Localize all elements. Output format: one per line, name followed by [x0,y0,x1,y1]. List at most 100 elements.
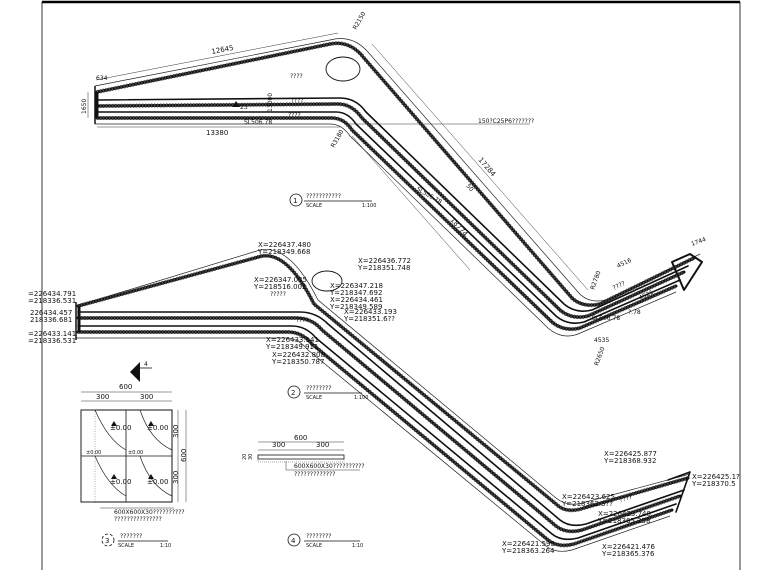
plan-2: X=226437.480 Y=218349.668 X=226436.772 Y… [28,241,740,558]
detail3-level-icon-3 [111,474,117,479]
detail3-curve-1 [94,409,127,451]
plan2-r5y: Y=218363.264 [501,547,555,555]
plan2-caption-title: ???????? [306,385,331,392]
detail3-level-4: ±0.00 [147,478,168,486]
plan1-inner-2 [96,111,681,324]
plan2-c2y: Y=218351.748 [357,264,410,272]
detail4-dim-half-a: 300 [272,441,285,449]
detail-4: 600 300 300 20 30 600X600X30?????????? ?… [242,434,365,549]
plan1-caption-circle [289,193,303,207]
plan1-dim-bottom: 13380 [206,129,228,137]
detail3-dim-side-b: 300 [172,471,180,484]
plan1-level-right: SL506.78 [592,315,620,322]
plan2-r2y: Y=218370.5 [691,480,736,488]
plan2-caption-number: 2 [291,389,295,397]
detail3-section-mark: 4 [144,361,148,368]
plan2-c4: X=226347.218 [330,282,383,290]
plan1-outline-bottom [95,123,677,337]
detail3-curve-3 [94,455,127,497]
plan2-c9y: =218336.531 [28,297,76,305]
detail3-caption-scale: SCALE [118,543,134,549]
detail4-tile-top [257,454,345,460]
plan2-c10: 226434.457 [30,309,72,317]
plan1-label-q2: ???? [291,97,304,104]
plan2-r1y: Y=218368.932 [603,457,656,465]
detail3-level-2: ±0.00 [147,424,168,432]
plan2-c2: X=226436.772 [358,257,411,265]
detail3-note: 600X600X30?????????? [114,509,185,516]
detail3-curve-4 [139,455,173,497]
detail3-dim-half-b: 300 [140,393,153,401]
plan1-outline-top [94,38,701,302]
plan2-c9: =226434.791 [28,290,76,298]
plan2-pond [311,270,343,292]
plan1-wall-lower-1-hatch [96,101,685,320]
plan2-wall-lower-2-hatch [78,330,673,548]
plan2-r3y: Y=218362.5?? [561,500,613,508]
detail3-caption-ratio: 1:10 [160,543,171,549]
plan2-caption-scale: SCALE [306,395,322,401]
plan1-level-left: SL506.78 [244,119,272,126]
plan1-dim-right-d: 4535 [594,337,609,344]
plan2-caption-ratio: 1:100 [354,395,368,401]
plan1-dim-right-a: 4516 [616,257,633,270]
plan1-dim-mid: 50 [464,183,474,193]
detail3-caption-circle [101,533,115,547]
plan2-c4y: Y=218347.692 [329,289,382,297]
detail3-curve-2 [139,409,173,451]
detail3-level-icon-4 [148,474,154,479]
plan2-c6y: Y=218351.6?? [343,315,395,323]
plan2-c1: X=226437.480 [258,241,311,249]
plan1-pond [325,56,361,82]
detail4-note2: ????????????? [294,471,335,478]
detail3-dim-total: 600 [119,383,132,391]
plan2-r3: X=226423.625 [562,493,615,501]
plan1-caption-title: ??????????? [306,193,341,200]
plan1-mark-23: 23 [240,104,248,111]
detail3-level-small-2: ±0.00 [128,450,143,456]
plan2-c3: X=226347.035 [254,276,307,284]
detail4-caption-number: 4 [291,537,296,545]
plan2-c5: X=226434.461 [330,296,383,304]
detail4-caption-ratio: 1:10 [352,543,363,549]
detail3-note2: ??????????????? [114,516,162,523]
plan2-c8y: Y=218350.787 [271,358,324,366]
plan1-caption-ratio: 1:100 [362,203,376,209]
detail4-caption-circle [287,533,301,547]
detail3-level-1: ±0.00 [110,424,131,432]
plan1-inner-1 [96,97,689,312]
detail3-dim-half-a: 300 [96,393,109,401]
plan2-r6y: Y=218365.376 [601,550,655,558]
plan2-r5: X=226421.595 [502,540,555,548]
plan2-wall-upper-hatch [77,253,689,513]
plan1-dim-radius-left: R3180 [330,129,346,149]
detail3-caption-number: 3 [105,537,109,545]
plan1-right-end [671,253,703,291]
plan1-rebar-note: 150?C25P6??????? [478,118,534,125]
plan2-r2: X=226425.1? [692,473,740,481]
plan2-inner-1 [77,311,685,527]
detail3-level-icon-2 [148,421,154,426]
plan2-r4y: Y=218365.258 [597,517,650,525]
plan1-wall-upper-hatch [96,41,695,308]
plan1-caption-scale: SCALE [306,203,322,209]
plan2-c3y: Y=218516.002 [253,283,306,291]
plan2-c7y: Y=218349.911 [265,343,318,351]
plan2-inner-2 [77,325,677,541]
detail3-level-icon-1 [111,421,117,426]
plan2-c3q: ????? [270,291,286,298]
detail-3: 4 600 300 300 ±0.00 ±0.00 ±0.00 ±0.00 ±0… [80,361,188,549]
plan2-r4: X=226423.748 [598,510,651,518]
detail4-dim-half-b: 300 [316,441,329,449]
plan1-caption-number: 1 [293,197,297,205]
detail4-dim-side: 20 [242,454,248,460]
plan2-c11y: =218336.531 [28,337,76,345]
detail3-caption-title: ??????? [120,533,142,540]
detail4-dim-total: 600 [294,434,307,442]
plan1-dim-right-r2: R2650 [593,346,606,367]
plan1-dim-corner-r: R2150 [352,11,368,31]
plan2-c10y: 218336.681 [30,316,72,324]
plan1-wall-lower-2 [95,116,678,331]
